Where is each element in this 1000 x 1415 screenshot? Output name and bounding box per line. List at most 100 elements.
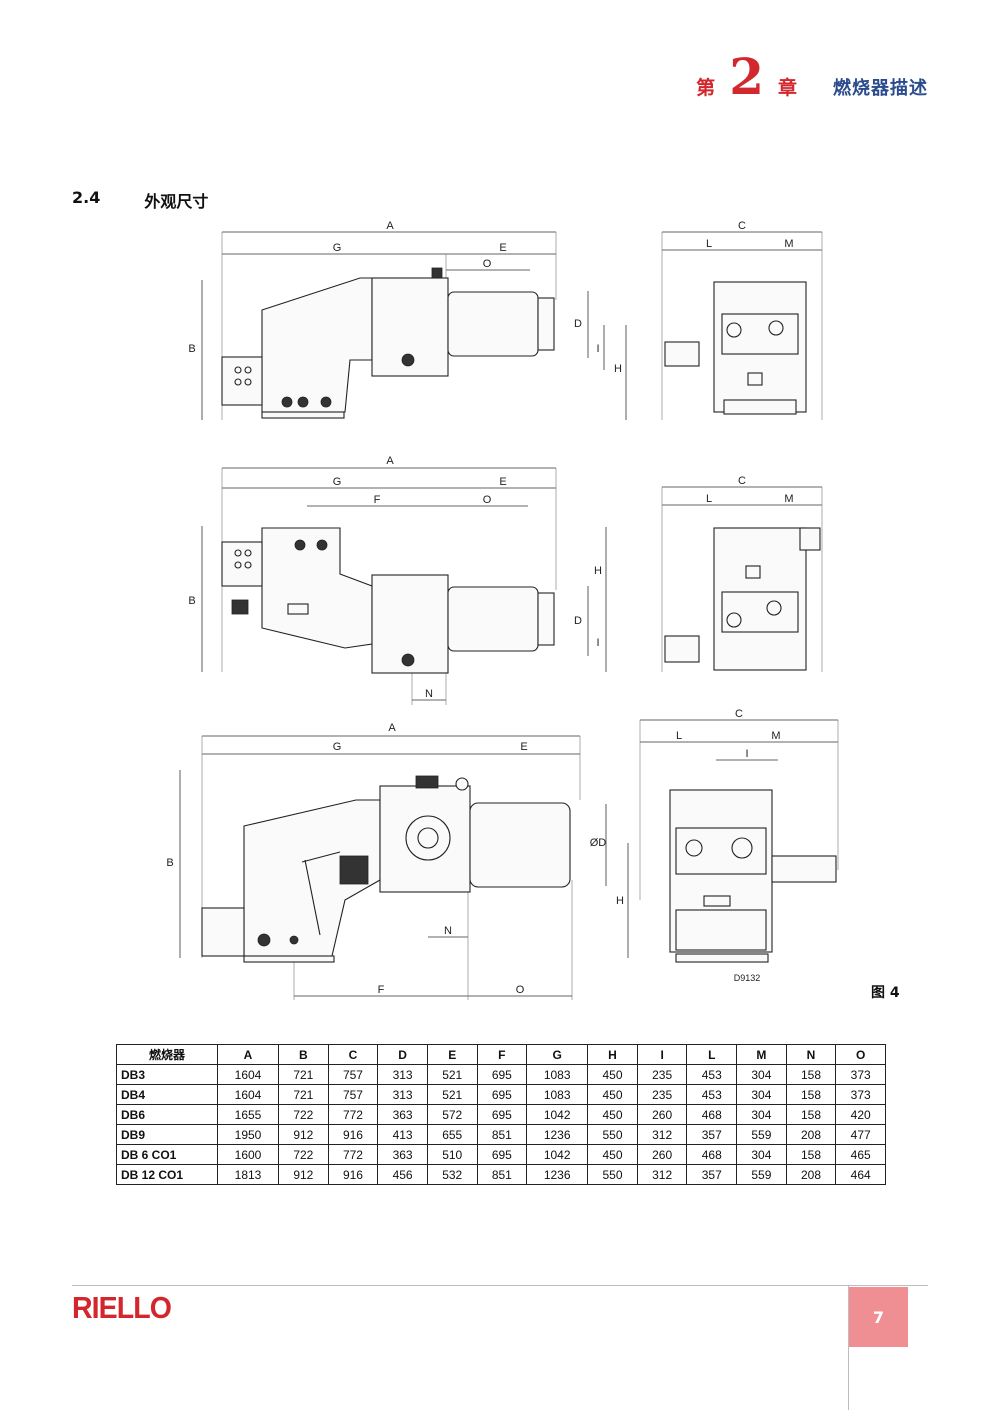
chapter-number: 2 xyxy=(729,47,764,106)
burner-side-view-2: A G E F O B D H I N xyxy=(188,455,607,705)
table-cell: 722 xyxy=(278,1104,329,1125)
table-header: I xyxy=(636,1044,688,1065)
table-cell: 1083 xyxy=(526,1084,589,1105)
dim-label-n-3: N xyxy=(444,925,452,937)
dim-label-b-2: B xyxy=(188,595,195,607)
dim-label-a: A xyxy=(386,220,394,232)
dim-label-h: H xyxy=(614,363,622,375)
table-cell: 721 xyxy=(278,1064,329,1085)
table-cell: 1655 xyxy=(216,1104,280,1125)
table-cell: 158 xyxy=(785,1084,837,1105)
dim-label-g-3: G xyxy=(333,741,342,753)
table-cell: 851 xyxy=(476,1164,528,1185)
table-cell-model: DB6 xyxy=(116,1104,218,1125)
dim-label-b: B xyxy=(188,343,195,355)
dim-label-l-2: L xyxy=(706,493,712,505)
table-cell: 1236 xyxy=(526,1124,589,1145)
chapter-suffix: 章 xyxy=(777,77,797,99)
dim-label-c: C xyxy=(738,220,746,232)
dim-label-f-2: F xyxy=(374,494,381,506)
table-cell: 510 xyxy=(426,1144,478,1165)
table-cell: 450 xyxy=(587,1064,638,1085)
table-cell: 1236 xyxy=(526,1164,589,1185)
table-cell: 158 xyxy=(785,1104,837,1125)
table-header: A xyxy=(216,1044,280,1065)
table-cell: 550 xyxy=(587,1164,638,1185)
dim-label-i-2: I xyxy=(596,637,599,649)
table-cell: 464 xyxy=(835,1164,886,1185)
table-cell: 851 xyxy=(476,1124,528,1145)
table-cell: 313 xyxy=(377,1064,428,1085)
table-cell: 312 xyxy=(636,1164,688,1185)
table-cell: 208 xyxy=(785,1124,837,1145)
table-header: C xyxy=(327,1044,379,1065)
table-cell: 420 xyxy=(835,1104,886,1125)
dim-label-m-2: M xyxy=(784,493,793,505)
table-cell: 413 xyxy=(377,1124,428,1145)
chapter-prefix: 第 xyxy=(696,77,716,99)
table-cell: 450 xyxy=(587,1144,638,1165)
table-header: O xyxy=(835,1044,886,1065)
table-cell: 373 xyxy=(835,1084,886,1105)
table-cell: 721 xyxy=(278,1084,329,1105)
table-cell: 521 xyxy=(426,1064,478,1085)
dim-label-h-2: H xyxy=(594,565,602,577)
table-header-row: 燃烧器 A B C D E F G H I L M N O xyxy=(116,1044,886,1065)
table-cell: 468 xyxy=(686,1144,738,1165)
section-heading: 2.4 外观尺寸 xyxy=(72,188,208,212)
burner-side-view-3: A G E B ØD H N F O xyxy=(166,722,629,1000)
dim-label-a-3: A xyxy=(388,722,396,734)
dim-label-n-2: N xyxy=(425,688,433,700)
table-cell: 772 xyxy=(327,1144,379,1165)
table-cell: 559 xyxy=(736,1164,787,1185)
table-cell: 453 xyxy=(686,1084,738,1105)
table-cell-model: DB 6 CO1 xyxy=(116,1144,218,1165)
table-header: N xyxy=(785,1044,837,1065)
table-cell: 916 xyxy=(327,1124,379,1145)
table-cell: 450 xyxy=(587,1104,638,1125)
table-cell: 312 xyxy=(636,1124,688,1145)
dim-label-a-2: A xyxy=(386,455,394,467)
table-header: H xyxy=(587,1044,638,1065)
table-cell: 304 xyxy=(736,1144,787,1165)
table-cell: 304 xyxy=(736,1084,787,1105)
footer-rule xyxy=(72,1285,928,1286)
table-cell: 357 xyxy=(686,1164,738,1185)
table-cell-model: DB3 xyxy=(116,1064,218,1085)
table-cell: 532 xyxy=(426,1164,478,1185)
dim-label-e-2: E xyxy=(499,476,506,488)
table-cell: 695 xyxy=(476,1104,528,1125)
table-header: E xyxy=(426,1044,478,1065)
table-cell: 912 xyxy=(278,1124,329,1145)
dim-label-h-3: H xyxy=(616,895,624,907)
dim-label-o: O xyxy=(483,258,492,270)
table-header: 燃烧器 xyxy=(116,1044,218,1065)
chapter-title: 燃烧器描述 xyxy=(833,78,928,99)
dim-label-o-3: O xyxy=(516,984,525,996)
table-cell: 695 xyxy=(476,1144,528,1165)
table-cell-model: DB 12 CO1 xyxy=(116,1164,218,1185)
section-title: 外观尺寸 xyxy=(144,192,209,211)
table-cell: 1604 xyxy=(216,1064,280,1085)
chapter-header: 第 2 章 燃烧器描述 xyxy=(696,52,928,102)
table-cell: 1042 xyxy=(526,1104,589,1125)
table-header: F xyxy=(476,1044,528,1065)
table-cell: 304 xyxy=(736,1104,787,1125)
table-cell: 1042 xyxy=(526,1144,589,1165)
drawing-code: D9132 xyxy=(734,973,761,983)
dim-label-b-3: B xyxy=(166,857,173,869)
table-cell: 450 xyxy=(587,1084,638,1105)
table-cell: 757 xyxy=(327,1064,379,1085)
table-header: D xyxy=(377,1044,428,1065)
dim-label-o-2: O xyxy=(483,494,492,506)
table-header: G xyxy=(526,1044,589,1065)
table-cell: 912 xyxy=(278,1164,329,1185)
dim-label-l-3: L xyxy=(676,730,682,742)
table-cell: 550 xyxy=(587,1124,638,1145)
table-header: L xyxy=(686,1044,738,1065)
table-cell: 208 xyxy=(785,1164,837,1185)
